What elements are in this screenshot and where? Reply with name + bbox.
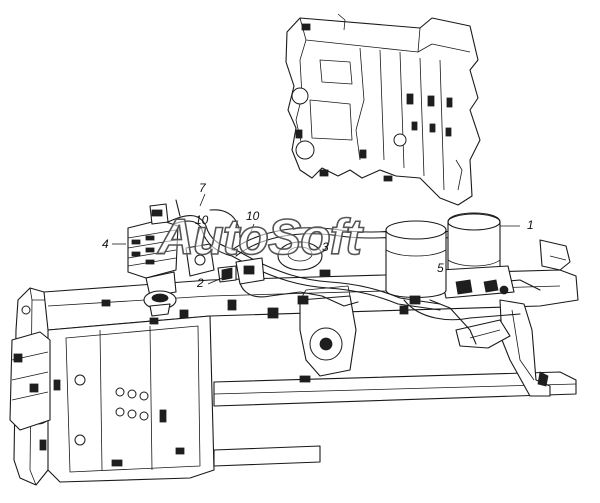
pressure-regulator — [185, 243, 265, 285]
watermark: AutoSoft — [157, 209, 363, 265]
small-reservoir — [277, 241, 331, 305]
callout-2: 2 — [197, 276, 204, 290]
leader-lines — [112, 193, 520, 285]
callout-7: 7 — [199, 181, 206, 195]
callout-3: 3 — [322, 240, 329, 254]
front-bumper-bracket — [9, 331, 51, 431]
front-panel-bracket — [285, 13, 481, 206]
callout-5: 5 — [437, 261, 444, 275]
center-bracket — [299, 285, 357, 377]
condensate-tank — [385, 220, 447, 305]
callout-4: 4 — [102, 237, 109, 251]
callout-10-right: 10 — [246, 209, 260, 223]
air-dryer — [439, 212, 515, 299]
callout-10-left: 10 — [195, 213, 209, 227]
rear-bracket — [455, 239, 571, 397]
callout-1: 1 — [527, 218, 534, 232]
brake-valve-assembly — [127, 203, 179, 317]
